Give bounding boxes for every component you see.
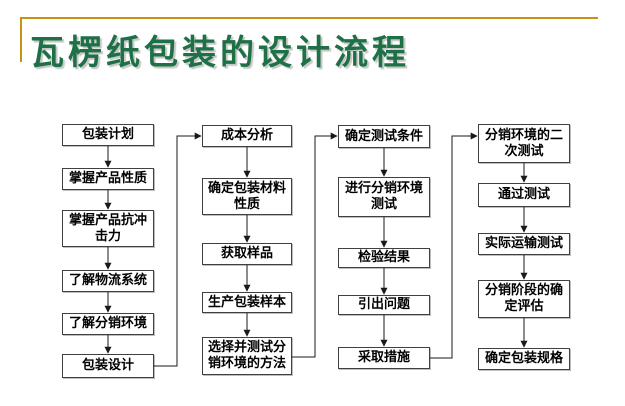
flow-box-cost-analysis: 成本分析 (202, 125, 292, 147)
flow-box-material-properties: 确定包装材料性质 (202, 178, 292, 215)
flow-box-packaging-design: 包装设计 (62, 354, 154, 378)
flow-box-logistics-system: 了解物流系统 (62, 270, 154, 292)
flow-box-stage-evaluation: 分销阶段的确定评估 (478, 280, 570, 318)
flow-box-impact-resistance: 掌握产品抗冲击力 (62, 210, 154, 247)
flow-box-distribution-env: 了解分销环境 (62, 313, 154, 335)
flow-box-select-test-method: 选择并测试分销环境的方法 (202, 337, 292, 375)
title-rule-vertical (20, 17, 22, 62)
flow-box-product-properties: 掌握产品性质 (62, 168, 154, 190)
slide-title: 瓦楞纸包装的设计流程 (30, 33, 410, 73)
flow-arrows (104, 132, 528, 367)
flow-box-env-testing: 进行分销环境测试 (338, 177, 430, 217)
flow-box-take-measures: 采取措施 (338, 347, 430, 369)
flow-box-obtain-samples: 获取样品 (202, 243, 292, 265)
flow-box-secondary-test: 分销环境的二次测试 (478, 124, 570, 163)
elbow-connector-col3-col4 (430, 132, 478, 359)
elbow-connector-col2-col3 (292, 132, 338, 358)
flow-box-transport-test: 实际运输测试 (478, 233, 570, 255)
flow-box-pass-test: 通过测试 (478, 183, 570, 207)
title-rule-horizontal (21, 17, 598, 19)
flow-box-inspect-results: 检验结果 (338, 248, 430, 268)
flow-box-raise-issues: 引出问题 (338, 295, 430, 315)
flow-box-packaging-plan: 包装计划 (62, 124, 154, 146)
flow-box-test-conditions: 确定测试条件 (338, 125, 430, 148)
flow-box-produce-samples: 生产包装样本 (202, 292, 292, 313)
flow-box-packaging-specs: 确定包装规格 (478, 348, 570, 370)
elbow-connector-col1-col2 (154, 132, 202, 367)
